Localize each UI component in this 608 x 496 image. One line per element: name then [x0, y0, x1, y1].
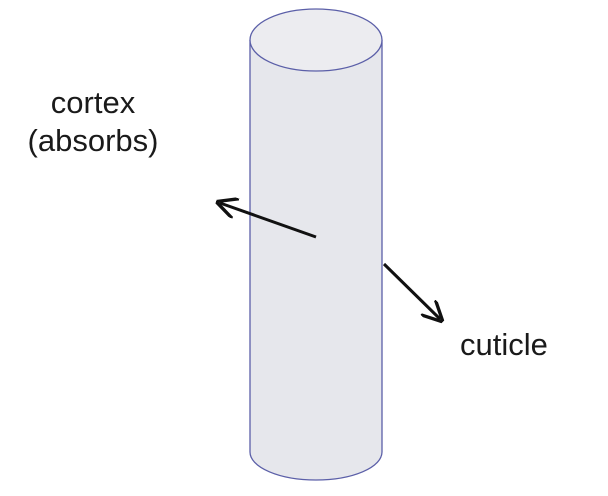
cuticle-arrow: [382, 262, 440, 319]
hair-shaft-top: [249, 8, 383, 72]
cortex-label-note: (absorbs): [27, 123, 159, 158]
cortex-label: cortex (absorbs): [8, 84, 178, 160]
cuticle-label: cuticle: [460, 327, 548, 362]
cortex-label-title: cortex: [50, 85, 136, 120]
cortex-arrow: [220, 203, 317, 239]
hair-shaft-cylinder: [249, 40, 383, 481]
